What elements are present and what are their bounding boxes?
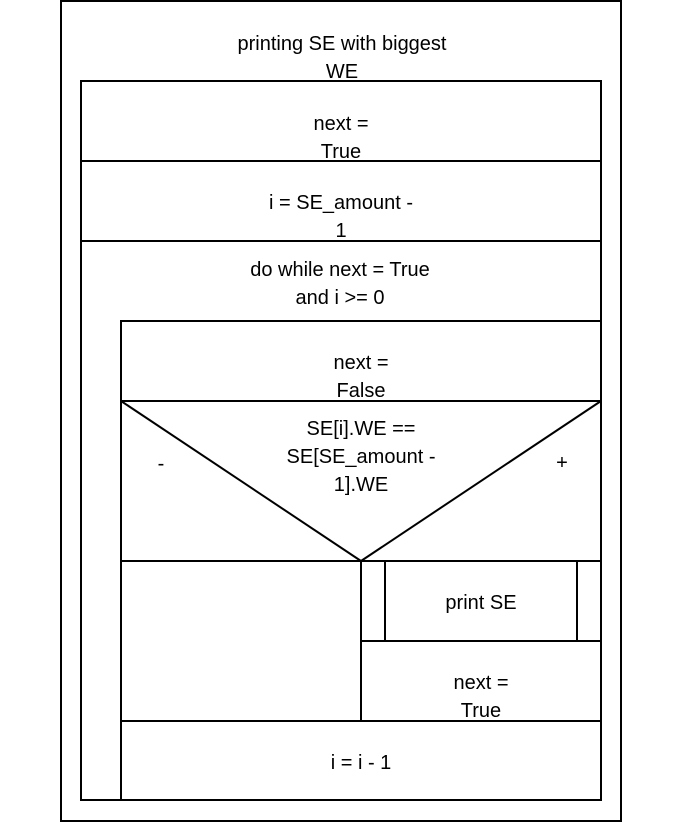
- outer-frame: [60, 0, 622, 822]
- stmt-next-true-inner-line-2: True: [461, 700, 501, 722]
- loop-condition-line-2: and i >= 0: [296, 287, 385, 309]
- stmt-decrement: i = i - 1: [331, 752, 392, 774]
- stmt-print-se: print SE: [445, 592, 516, 614]
- decision-diagonal-left: [120, 400, 362, 562]
- decision-diagonal-right: [360, 400, 602, 562]
- title-line-1: printing SE with biggest: [237, 33, 446, 55]
- loop-condition-line-1: do while next = True: [250, 259, 430, 281]
- stmt-next-true-inner-line-1: next =: [453, 672, 508, 694]
- stmt-next-true-line-1: next =: [313, 113, 368, 135]
- stmt-next-true-line-2: True: [321, 141, 361, 163]
- branch-minus-label: -: [158, 453, 165, 475]
- decision-condition-line-3: 1].WE: [334, 474, 388, 496]
- inner-block: [80, 80, 602, 801]
- stmt-next-false-line-2: False: [337, 380, 386, 402]
- stmt-i-init-line-1: i = SE_amount -: [269, 192, 413, 214]
- stmt-i-init-line-2: 1: [335, 220, 346, 242]
- decision-condition-line-1: SE[i].WE ==: [307, 418, 416, 440]
- stmt-next-false-line-1: next =: [333, 352, 388, 374]
- decision-condition-line-2: SE[SE_amount -: [287, 446, 436, 468]
- title-line-2: WE: [326, 61, 358, 83]
- branch-plus-label: +: [556, 452, 568, 474]
